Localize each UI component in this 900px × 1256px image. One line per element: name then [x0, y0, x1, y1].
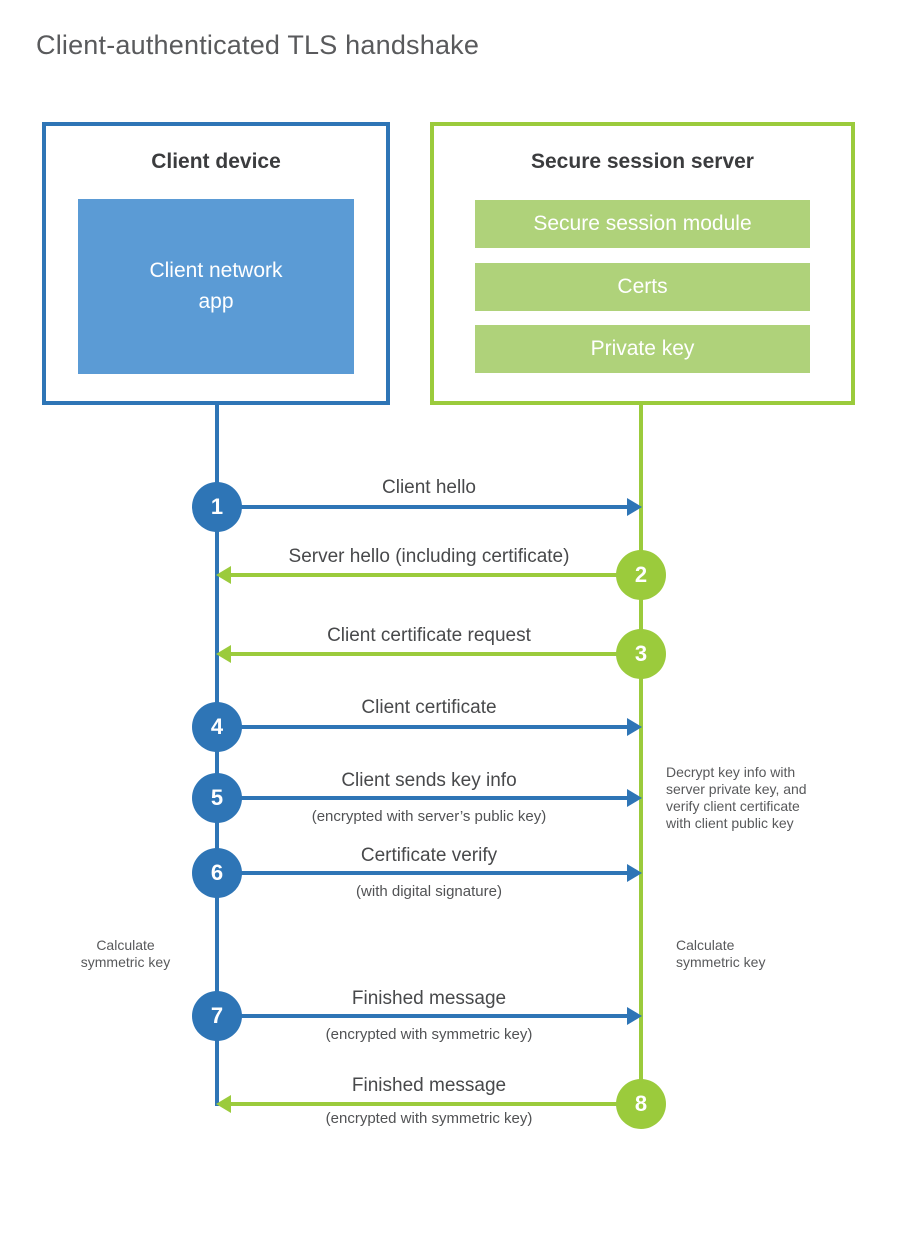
step-3-circle: 3 [616, 629, 666, 679]
step-4-circle: 4 [192, 702, 242, 752]
server-title: Secure session server [531, 150, 754, 173]
step-8-circle: 8 [616, 1079, 666, 1129]
note-calculate-symmetric-key-server: Calculate symmetric key [676, 937, 766, 970]
step-1-label: Client hello [382, 477, 476, 498]
step-1-arrowhead-right-icon [627, 498, 642, 516]
step-1-circle: 1 [192, 482, 242, 532]
step-6-sublabel: (with digital signature) [356, 883, 502, 900]
step-8-arrowhead-left-icon [216, 1095, 231, 1113]
step-2-arrow-line [231, 573, 641, 577]
step-5-sublabel: (encrypted with server’s public key) [311, 808, 547, 825]
step-8-label: Finished message [351, 1075, 507, 1096]
server-lifeline [639, 403, 643, 1104]
step-6-circle: 6 [192, 848, 242, 898]
step-7-arrow-line [217, 1014, 628, 1018]
client-lifeline [215, 403, 219, 1106]
step-4-label: Client certificate [361, 697, 497, 718]
step-6-arrow-line [217, 871, 628, 875]
step-7-label: Finished message [351, 988, 507, 1009]
step-3-label: Client certificate request [327, 625, 531, 646]
step-3-arrowhead-left-icon [216, 645, 231, 663]
step-8-arrow-line [231, 1102, 641, 1106]
step-8-sublabel: (encrypted with symmetric key) [325, 1110, 533, 1127]
note-calculate-symmetric-key-client: Calculate symmetric key [80, 937, 171, 970]
step-5-arrowhead-right-icon [627, 789, 642, 807]
server-module-private-key: Private key [475, 325, 810, 373]
server-module-secure-session: Secure session module [475, 200, 810, 248]
step-6-arrowhead-right-icon [627, 864, 642, 882]
note-decrypt-key-info: Decrypt key info with server private key… [666, 764, 807, 831]
step-4-arrow-line [217, 725, 628, 729]
step-2-circle: 2 [616, 550, 666, 600]
step-2-arrowhead-left-icon [216, 566, 231, 584]
step-5-circle: 5 [192, 773, 242, 823]
client-network-app-box: Client network app [78, 199, 354, 374]
server-module-certs: Certs [475, 263, 810, 311]
page-title: Client-authenticated TLS handshake [36, 30, 480, 60]
step-5-arrow-line [217, 796, 628, 800]
client-device-title: Client device [151, 150, 281, 173]
server-box: Secure session server Secure session mod… [430, 122, 855, 405]
step-4-arrowhead-right-icon [627, 718, 642, 736]
step-5-label: Client sends key info [341, 770, 517, 791]
step-2-label: Server hello (including certificate) [288, 546, 570, 567]
step-7-arrowhead-right-icon [627, 1007, 642, 1025]
step-3-arrow-line [231, 652, 641, 656]
step-7-sublabel: (encrypted with symmetric key) [325, 1026, 533, 1043]
client-device-box: Client device Client network app [42, 122, 390, 405]
step-1-arrow-line [217, 505, 628, 509]
step-7-circle: 7 [192, 991, 242, 1041]
step-6-label: Certificate verify [360, 845, 498, 866]
